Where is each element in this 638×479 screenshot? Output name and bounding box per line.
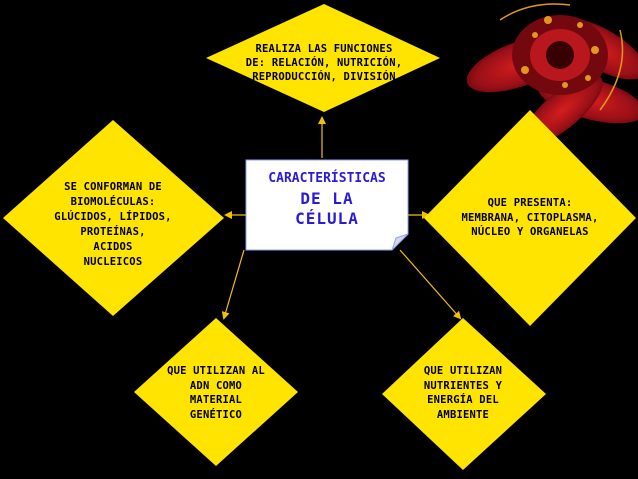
node-left-text: SE CONFORMAN DE BIOMOLÉCULAS: GLÚCIDOS, … <box>54 181 172 268</box>
center-title-line1: CARACTERÍSTICAS <box>268 171 386 186</box>
center-title-line3: CÉLULA <box>295 209 359 228</box>
arrow-to-bottom-right <box>399 249 462 320</box>
flower-decoration <box>466 3 638 145</box>
diamond-left <box>3 120 224 316</box>
diamond-bottom-left <box>134 318 298 466</box>
diamond-right <box>424 110 636 326</box>
center-card <box>245 159 409 251</box>
node-top-text: REALIZA LAS FUNCIONES DE: RELACIÓN, NUTR… <box>245 43 403 83</box>
arrow-to-bottom-left <box>221 249 245 320</box>
diamond-bottom-right <box>382 318 546 470</box>
node-right-text: QUE PRESENTA: MEMBRANA, CITOPLASMA, NÚCL… <box>461 197 599 238</box>
node-bottom-right-text: QUE UTILIZAN NUTRIENTES Y ENERGÍA DEL AM… <box>423 365 503 421</box>
diamond-top <box>206 4 440 112</box>
center-title-line2: DE LA <box>300 189 354 208</box>
arrows <box>221 116 462 320</box>
node-bottom-left-text: QUE UTILIZAN AL ADN COMO MATERIAL GENÉTI… <box>167 365 265 421</box>
